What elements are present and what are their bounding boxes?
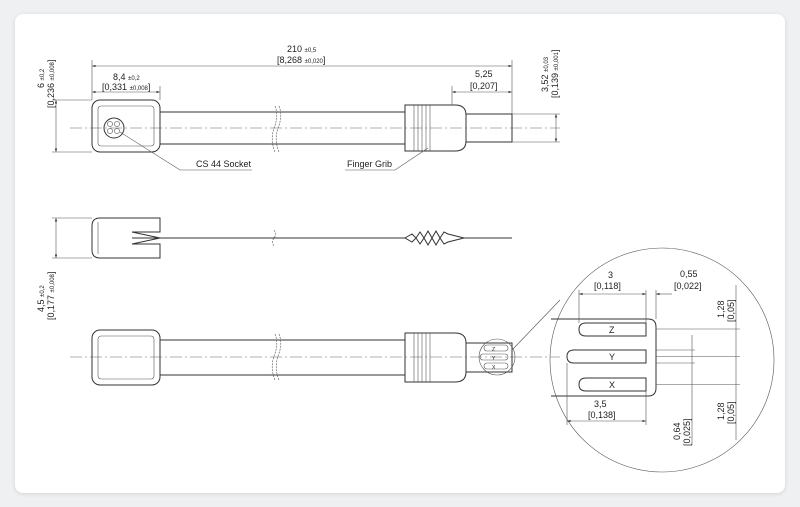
svg-text:Z: Z <box>609 325 615 335</box>
svg-text:1,28: 1,28 <box>716 300 726 318</box>
svg-text:5,25: 5,25 <box>475 69 493 79</box>
svg-text:[0,05]: [0,05] <box>726 401 736 424</box>
svg-text:[0,025]: [0,025] <box>682 418 692 446</box>
svg-text:8,4 ±0,2: 8,4 ±0,2 <box>113 72 140 82</box>
svg-text:1,28: 1,28 <box>716 402 726 420</box>
svg-text:3: 3 <box>608 270 613 280</box>
grip-label: Finger Grib <box>347 159 392 169</box>
svg-text:0,55: 0,55 <box>680 269 698 279</box>
svg-text:[0,177 ±0,008]: [0,177 ±0,008] <box>46 272 56 320</box>
svg-text:[0,022]: [0,022] <box>674 281 702 291</box>
svg-text:0,64: 0,64 <box>672 422 682 440</box>
svg-text:[0,207]: [0,207] <box>470 81 498 91</box>
svg-text:Y: Y <box>609 352 615 362</box>
svg-text:Z: Z <box>492 347 495 353</box>
svg-text:Y: Y <box>492 356 496 362</box>
connector-head <box>91 99 161 153</box>
svg-text:[0,139 ±0,001]: [0,139 ±0,001] <box>550 50 560 98</box>
svg-text:[0,118]: [0,118] <box>594 281 621 291</box>
break-mark <box>271 105 282 153</box>
svg-text:4,5 ±0,2: 4,5 ±0,2 <box>36 285 46 312</box>
svg-text:210 ±0,5: 210 ±0,5 <box>287 44 317 54</box>
svg-text:[0,138]: [0,138] <box>588 410 616 420</box>
svg-text:3,52 ±0,03: 3,52 ±0,03 <box>540 56 550 92</box>
side-view: 4,5 ±0,2 [0,177 ±0,008] <box>36 217 512 320</box>
svg-text:[0,05]: [0,05] <box>726 299 736 322</box>
svg-text:[0,331 ±0,008]: [0,331 ±0,008] <box>102 82 150 92</box>
svg-text:[8,268 ±0,020]: [8,268 ±0,020] <box>277 55 325 65</box>
drawing-card <box>15 14 785 493</box>
detail-view: Z Y X 3[0,118] 0,55 [0,022] 3,5[0,138] 1,… <box>549 247 775 473</box>
svg-text:3,5: 3,5 <box>594 399 607 409</box>
svg-text:[0,236 ±0,008]: [0,236 ±0,008] <box>46 60 56 108</box>
socket-icon <box>103 117 125 139</box>
svg-text:X: X <box>492 365 496 371</box>
finger-grip <box>404 104 467 152</box>
svg-text:X: X <box>609 380 615 390</box>
socket-label: CS 44 Socket <box>196 159 252 169</box>
svg-text:6 ±0,2: 6 ±0,2 <box>36 68 46 88</box>
bottom-view: Z Y X <box>70 299 561 386</box>
top-view: 210 ±0,5 [8,268 ±0,020] 8,4 ±0,2 [0,331 … <box>36 44 560 171</box>
detail-circle <box>549 247 775 473</box>
